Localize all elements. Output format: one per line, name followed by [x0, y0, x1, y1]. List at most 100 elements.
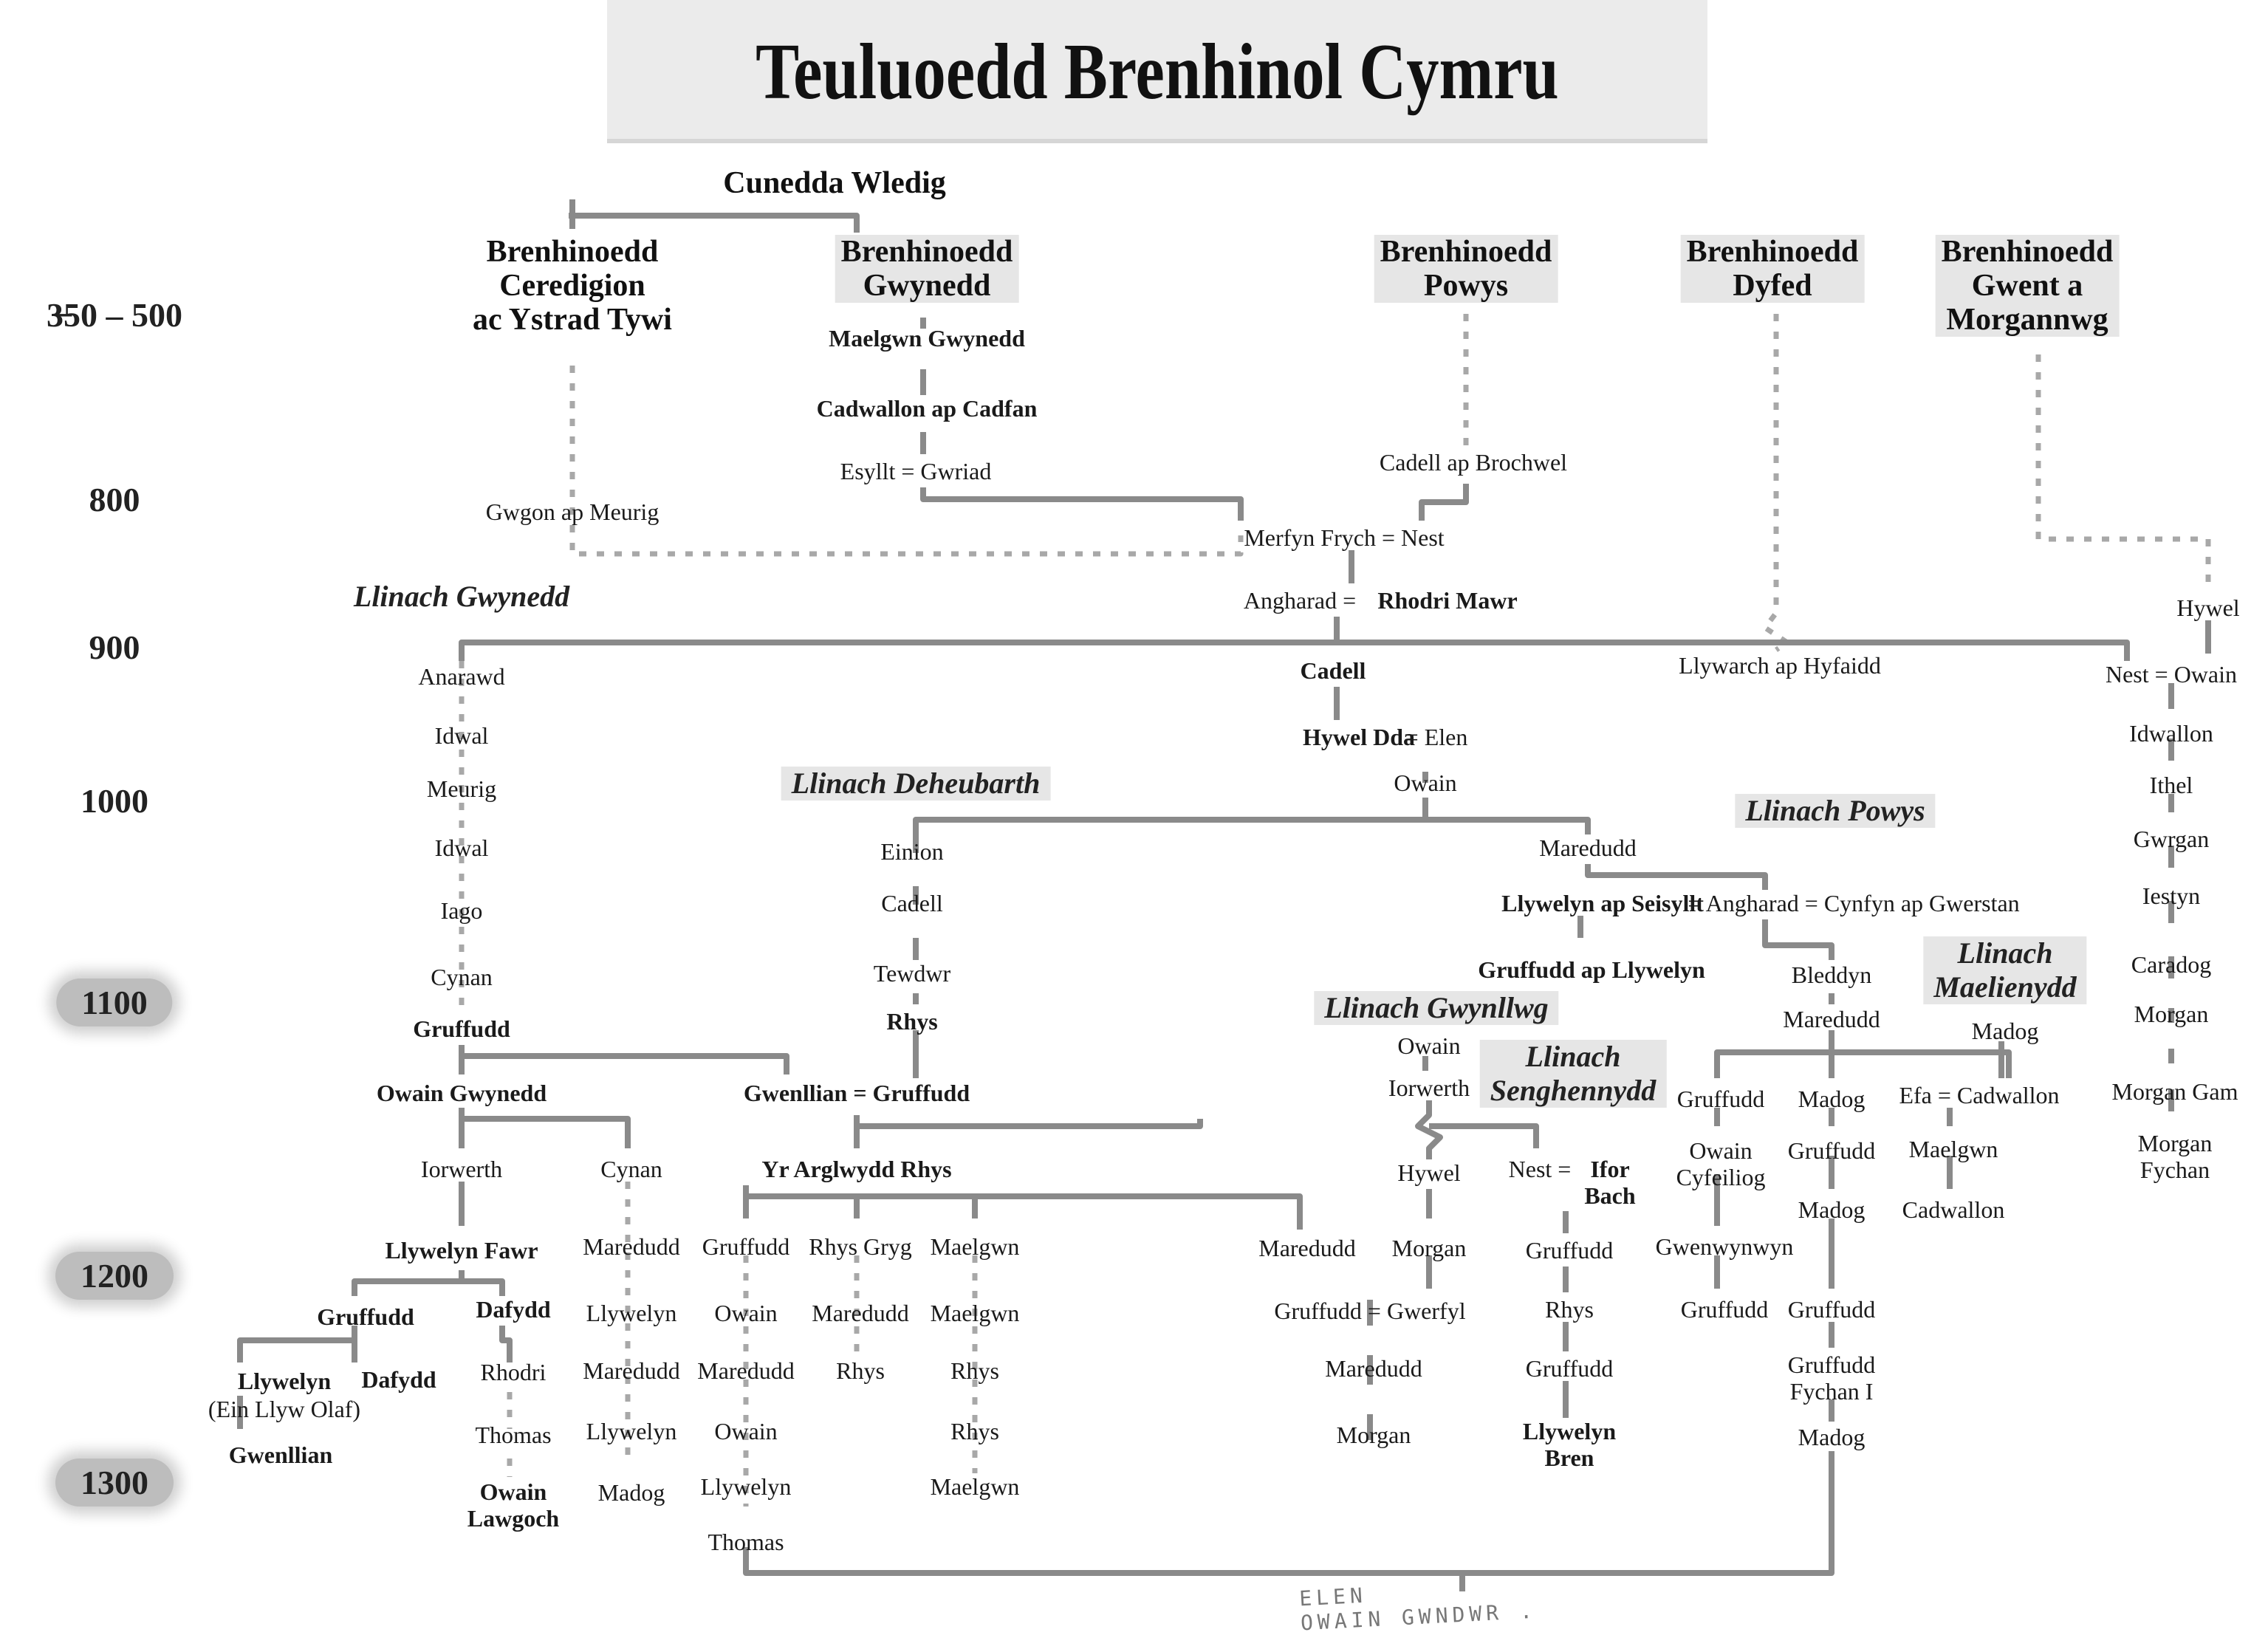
person-elen: = Elen	[1405, 724, 1468, 750]
connector-line	[2035, 354, 2211, 591]
person-iorwerth-gw: Iorwerth	[1388, 1074, 1470, 1101]
connector-line	[237, 1326, 357, 1362]
person-ein-llyw-olaf: (Ein Llyw Olaf)	[208, 1396, 361, 1422]
person-rhodri-mawr: Rhodri Mawr	[1377, 587, 1518, 614]
person-iago: Iago	[440, 897, 483, 924]
person-gruffudd-gwerfyl: Gruffudd = Gwerfyl	[1274, 1298, 1466, 1324]
connector-line	[1585, 864, 1768, 890]
person-maredudd-c1: Maredudd	[583, 1233, 680, 1260]
person-madog-m: Madog	[1971, 1018, 2039, 1044]
connector-line	[1462, 1451, 1834, 1576]
connector-line	[569, 366, 1244, 557]
connector-line	[920, 487, 1244, 521]
lineage-powys: Llinach Powys	[1735, 794, 1936, 828]
person-owain-d2: Owain	[714, 1418, 778, 1444]
person-cadell-ap-brochwel: Cadell ap Brochwel	[1379, 449, 1568, 476]
connector-line	[913, 817, 1591, 834]
lineage-gwynllwg: Llinach Gwynllwg	[1314, 991, 1559, 1025]
person-nest-owain: Nest = Owain	[2105, 661, 2238, 688]
person-owain-d: Owain	[714, 1300, 778, 1326]
connector-line	[743, 1185, 1303, 1230]
person-morgan-gw: Morgan	[1391, 1235, 1467, 1261]
timeline-year: 900	[89, 628, 140, 666]
person-maelgwn-2: Maelgwn	[930, 1300, 1020, 1326]
page-title: Teuluoedd Brenhinol Cymru	[756, 28, 1559, 116]
person-cadwallon-m: Cadwallon	[1902, 1196, 2005, 1223]
timeline-year: 800	[89, 481, 140, 518]
person-maredudd-c2: Maredudd	[583, 1357, 680, 1384]
person-llywelyn-c2: Llywelyn	[586, 1418, 677, 1444]
person-morgan-gw2: Morgan	[1336, 1422, 1411, 1448]
person-angharad: Angharad =	[1243, 587, 1357, 614]
person-angharad-cynfyn: = Angharad = Cynfyn ap Gwerstan	[1688, 890, 2020, 916]
connector-line	[572, 213, 860, 233]
connector-line	[854, 1115, 1203, 1129]
person-owain: Owain	[1394, 769, 1457, 796]
person-einion: Einion	[880, 838, 944, 865]
timeline-year: 1300	[55, 1459, 174, 1507]
person-cynan-2: Cynan	[600, 1156, 662, 1182]
person-esyllt-gwriad: Esyllt = Gwriad	[840, 458, 992, 484]
person-merfyn-nest: Merfyn Frych = Nest	[1244, 524, 1445, 551]
connector-line	[1419, 484, 1469, 521]
person-gruffudd-b3: Gruffudd	[1787, 1137, 1876, 1164]
person-gruffudd-b2: Gruffudd	[1680, 1296, 1769, 1323]
person-tewdwr: Tewdwr	[873, 960, 951, 987]
person-maredudd-gw2: Maredudd	[1325, 1355, 1422, 1382]
person-gruffudd-s2: Gruffudd	[1525, 1355, 1614, 1382]
person-llywelyn-fawr: Llywelyn Fawr	[385, 1237, 538, 1264]
person-maredudd-p: Maredudd	[1539, 834, 1637, 861]
person-gruffudd-b: Gruffudd	[1676, 1086, 1765, 1112]
connector-line	[1429, 1123, 1539, 1148]
person-maelgwn-m: Maelgwn	[1908, 1136, 1998, 1162]
person-anarawd: Anarawd	[418, 663, 505, 690]
person-rhodri: Rhodri	[480, 1359, 547, 1385]
person-bleddyn: Bleddyn	[1791, 962, 1872, 988]
person-idwallon: Idwallon	[2129, 720, 2213, 747]
timeline-year: 1200	[55, 1252, 174, 1300]
person-maredudd-b: Maredudd	[1783, 1006, 1880, 1032]
person-madog-b2: Madog	[1798, 1196, 1866, 1223]
person-maelgwn-3: Maelgwn	[930, 1473, 1020, 1500]
person-madog-b3: Madog	[1798, 1424, 1866, 1450]
person-madog-b1: Madog	[1798, 1086, 1866, 1112]
timeline-year: 1100	[56, 978, 173, 1026]
person-rhys-m2: Rhys	[950, 1418, 999, 1444]
person-iestyn: Iestyn	[2142, 882, 2201, 909]
person-llywelyn-d: Llywelyn	[700, 1473, 792, 1500]
connector-line	[1762, 314, 1790, 652]
person-llywelyn-ap-seisyllt: Llywelyn ap Seisyllt	[1501, 890, 1704, 916]
person-maredudd-rg: Maredudd	[812, 1300, 909, 1326]
person-gruffudd-ap-llywelyn: Gruffudd ap Llywelyn	[1478, 956, 1705, 983]
person-maredudd-d: Maredudd	[697, 1357, 795, 1384]
connector-line	[1762, 919, 1834, 960]
lineage-gwynedd: Llinach Gwynedd	[353, 580, 570, 613]
person-yr-arglwydd-rhys: Yr Arglwydd Rhys	[761, 1156, 952, 1182]
person-rhys-s: Rhys	[1545, 1296, 1594, 1323]
person-hywel-gwent: Hywel	[2176, 594, 2240, 621]
person-dafydd-2: Dafydd	[361, 1366, 436, 1393]
connector-line	[459, 640, 2130, 661]
person-gwrgan: Gwrgan	[2133, 826, 2210, 852]
connector-line	[1832, 1049, 2012, 1078]
person-ithel: Ithel	[2149, 772, 2193, 798]
timeline-year: 3̶50 – 500	[47, 296, 182, 334]
connector-line	[499, 1326, 513, 1362]
person-maelgwn-1: Maelgwn	[930, 1233, 1020, 1260]
person-rhys-gryg: Rhys Gryg	[809, 1233, 912, 1260]
connector-line	[462, 1053, 789, 1074]
person-llywarch: Llywarch ap Hyfaidd	[1679, 652, 1881, 679]
person-gwgon: Gwgon ap Meurig	[485, 498, 659, 525]
person-gwenllian-g: Gwenllian	[228, 1442, 333, 1468]
